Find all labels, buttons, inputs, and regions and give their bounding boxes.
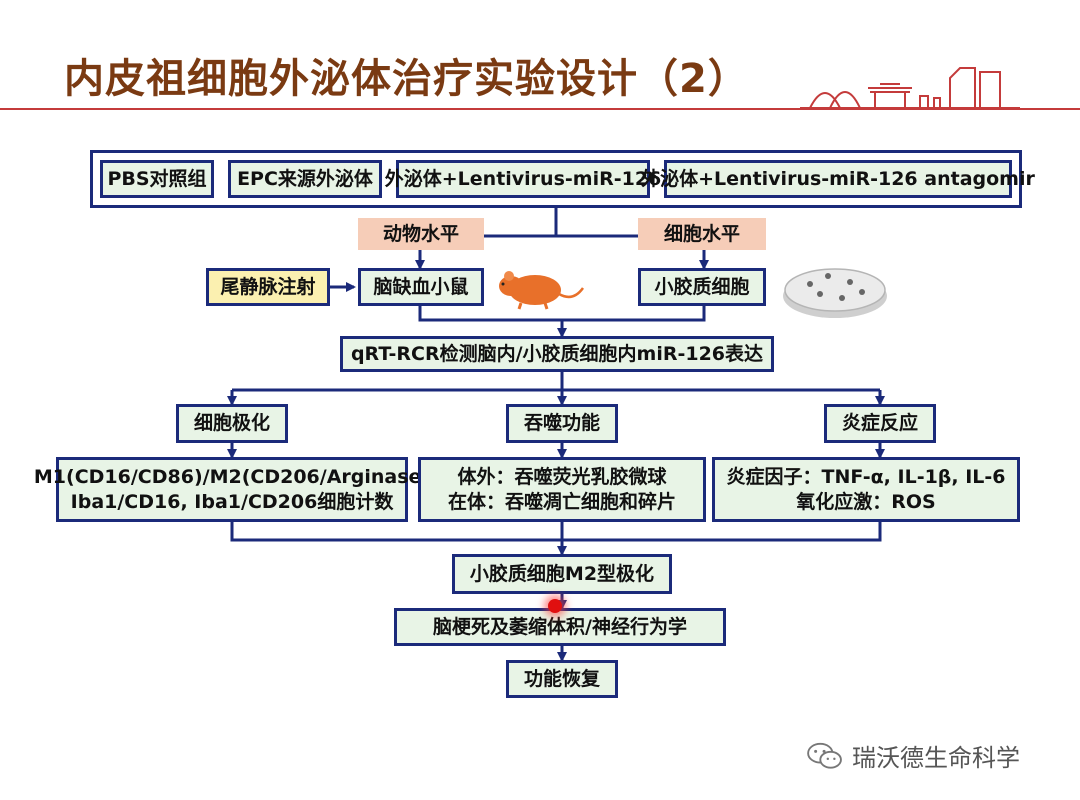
group-exosome-antagomir: 外泌体+Lentivirus-miR-126 antagomir <box>641 160 1035 198</box>
branch-phagocytosis: 吞噬功能 <box>506 404 618 443</box>
footer-brand: 瑞沃德生命科学 <box>806 738 1020 773</box>
functional-recovery: 功能恢复 <box>506 660 618 698</box>
branch-polarization: 细胞极化 <box>176 404 288 443</box>
mir126-detection: qRT-RCR检测脑内/小胶质细胞内miR-126表达 <box>340 336 774 372</box>
skyline-logo <box>800 67 1020 109</box>
group-epc-exosome: EPC来源外泌体 <box>228 160 382 198</box>
page-title: 内皮祖细胞外泌体治疗实验设计（2） <box>64 56 749 102</box>
inflammation-line-2: 氧化应激：ROS <box>796 490 936 513</box>
mouse-icon <box>499 271 585 310</box>
petri-dish-icon <box>783 268 887 318</box>
group-exosome-mir126: 外泌体+Lentivirus-miR-126 <box>385 160 661 198</box>
phagocytosis-line-1: 体外：吞噬荧光乳胶微球 <box>457 465 667 488</box>
phagocytosis-details: 体外：吞噬荧光乳胶微球 在体：吞噬凋亡细胞和碎片 <box>418 457 706 522</box>
polarization-line-1: M1(CD16/CD86)/M2(CD206/Arginase) <box>33 465 431 488</box>
polarization-line-2: Iba1/CD16, Iba1/CD206细胞计数 <box>70 490 394 513</box>
laser-pointer-dot <box>548 599 562 613</box>
phagocytosis-line-2: 在体：吞噬凋亡细胞和碎片 <box>447 490 676 513</box>
ischemic-mouse-model: 脑缺血小鼠 <box>358 268 484 306</box>
infarct-behavior-outcome: 脑梗死及萎缩体积/神经行为学 <box>394 608 726 646</box>
microglia-cell-model: 小胶质细胞 <box>638 268 766 306</box>
tail-vein-injection: 尾静脉注射 <box>206 268 330 306</box>
polarization-details: M1(CD16/CD86)/M2(CD206/Arginase) Iba1/CD… <box>34 457 430 522</box>
group-pbs: PBS对照组 <box>100 160 214 198</box>
inflammation-line-1: 炎症因子：TNF-α, IL-1β, IL-6 <box>726 465 1006 488</box>
inflammation-details: 炎症因子：TNF-α, IL-1β, IL-6 氧化应激：ROS <box>712 457 1020 522</box>
wechat-icon <box>807 742 842 769</box>
cell-level-label: 细胞水平 <box>638 218 766 250</box>
animal-level-label: 动物水平 <box>358 218 484 250</box>
m2-polarization-result: 小胶质细胞M2型极化 <box>452 554 672 594</box>
footer-brand-text: 瑞沃德生命科学 <box>852 744 1020 772</box>
title-underline <box>0 108 1080 110</box>
branch-inflammation: 炎症反应 <box>824 404 936 443</box>
